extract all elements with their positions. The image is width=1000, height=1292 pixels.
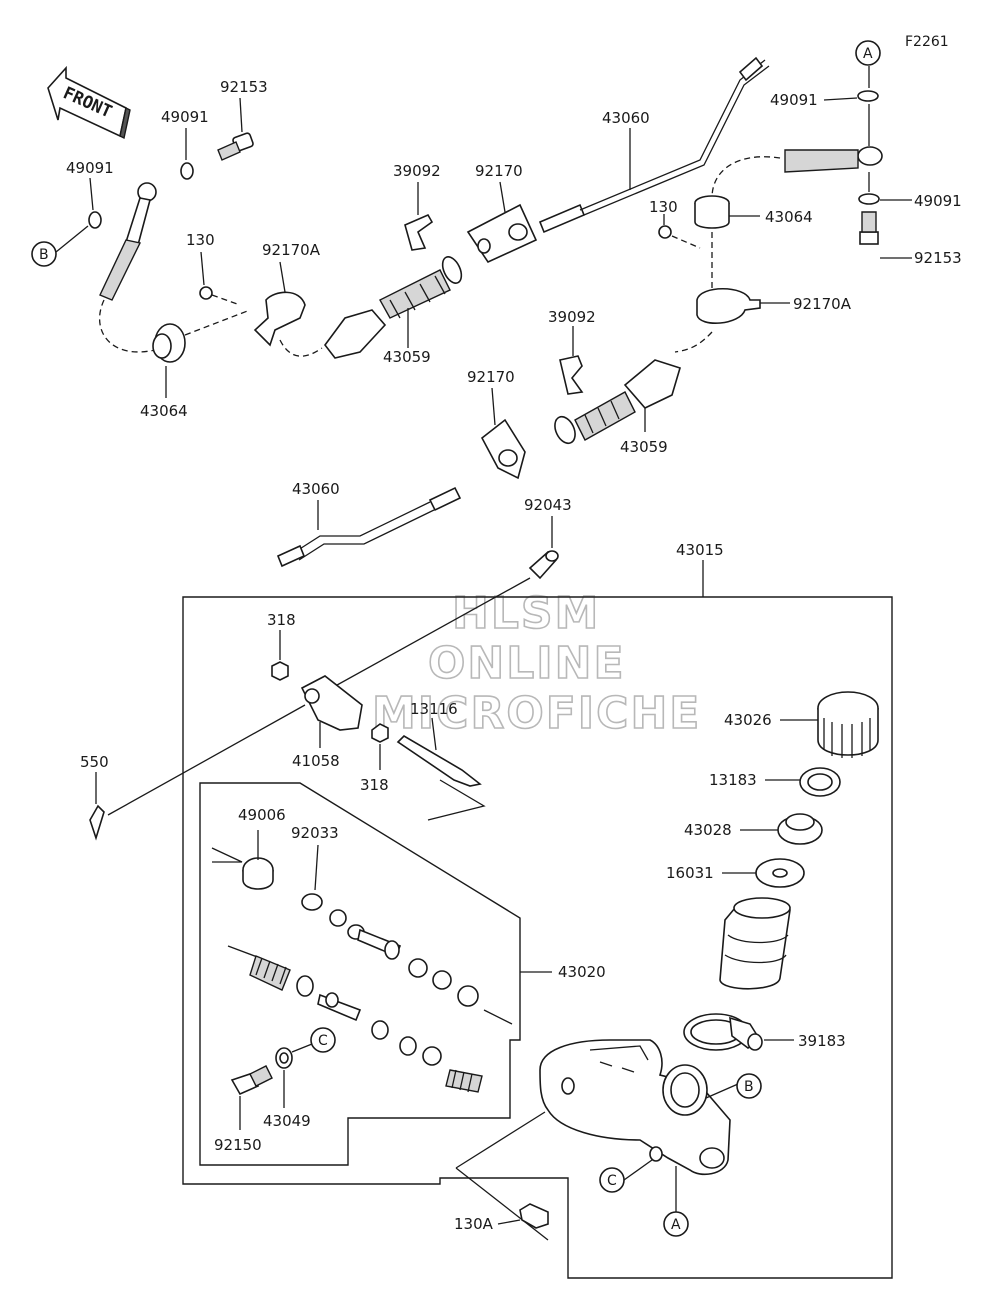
upper-left-hose-assembly	[55, 97, 323, 398]
front-direction-arrow: FRONT	[47, 65, 131, 140]
middle-cable-assembly	[276, 326, 681, 568]
label-43020: 43020	[558, 963, 606, 981]
label-43028: 43028	[684, 821, 732, 839]
kit-frame-43020	[199, 782, 521, 1166]
figure-code: F2261	[905, 34, 949, 50]
cable-43060-mid	[294, 501, 431, 553]
washer-49091-left-top	[180, 162, 194, 180]
callout-b-body	[736, 1073, 762, 1099]
label-92153-right: 92153	[914, 249, 962, 267]
watermark: HLSM ONLINE MICROFICHE	[371, 587, 701, 740]
callout-b-body-label: B	[744, 1079, 754, 1095]
bracket-92170-mid	[480, 418, 526, 480]
clevis-41058	[300, 675, 363, 731]
label-92170A-right: 92170A	[793, 295, 852, 313]
bolt-130-right	[658, 225, 672, 239]
clamp-92170A-left	[253, 291, 306, 347]
label-43060-mid: 43060	[292, 480, 340, 498]
watermark-line-2: ONLINE	[428, 638, 626, 689]
master-cylinder-body	[539, 1039, 731, 1176]
label-39183: 39183	[798, 1032, 846, 1050]
label-92170-mid: 92170	[467, 368, 515, 386]
upper-cable-assembly	[323, 56, 770, 359]
bolt-130A	[519, 1203, 549, 1229]
label-130-right: 130	[649, 198, 678, 216]
label-43059-mid: 43059	[620, 438, 668, 456]
label-39092-mid: 39092	[548, 308, 596, 326]
label-92043: 92043	[524, 496, 572, 514]
label-550: 550	[80, 753, 109, 771]
nut-318-top	[271, 661, 289, 681]
watermark-line-1: HLSM	[452, 588, 600, 639]
hose-fitting-left	[99, 239, 142, 301]
assembly-frame-43015	[182, 596, 893, 1279]
label-49006: 49006	[238, 806, 286, 824]
bolt-92153-right	[859, 231, 879, 245]
label-16031: 16031	[666, 864, 714, 882]
label-41058: 41058	[292, 752, 340, 770]
label-39092-top: 39092	[393, 162, 441, 180]
callout-a-body-label: A	[671, 1217, 681, 1233]
cotter-pin-550	[89, 804, 105, 841]
callout-c-kit-label: C	[318, 1033, 328, 1049]
label-43026: 43026	[724, 711, 772, 729]
part-number-labels: 92153 49091 49091 130 92170A 43064 39092…	[66, 78, 962, 1233]
master-cylinder-assembly	[89, 516, 893, 1279]
callout-a-top	[855, 40, 881, 66]
label-318-top: 318	[267, 611, 296, 629]
bolt-130-left	[199, 286, 213, 300]
label-92170-top: 92170	[475, 162, 523, 180]
push-rod-13116	[396, 734, 482, 787]
callout-c-body	[599, 1167, 625, 1193]
grommet-43064-right	[694, 203, 730, 229]
seal-49006	[242, 870, 274, 890]
label-43059-top: 43059	[383, 348, 431, 366]
callout-a-top-label: A	[863, 46, 873, 62]
label-92153-left: 92153	[220, 78, 268, 96]
cable-end-43059-top	[323, 309, 387, 359]
bolt-92150	[249, 1065, 273, 1087]
label-49091-right-top: 49091	[770, 91, 818, 109]
clip-39092-mid	[559, 355, 584, 395]
nut-318-bottom	[371, 723, 389, 743]
grommet-43064-left	[152, 333, 172, 359]
label-43064-right: 43064	[765, 208, 813, 226]
callout-c-kit	[310, 1027, 336, 1053]
clip-39092-top	[404, 213, 434, 251]
upper-right-hose-assembly	[658, 66, 912, 353]
label-92150: 92150	[214, 1136, 262, 1154]
watermark-line-3: MICROFICHE	[372, 688, 701, 739]
label-318-bottom: 318	[360, 776, 389, 794]
label-92033: 92033	[291, 824, 339, 842]
label-49091-left: 49091	[66, 159, 114, 177]
label-13183: 13183	[709, 771, 757, 789]
callout-markers: A B C B C A	[31, 40, 881, 1237]
snap-ring-92033	[301, 893, 323, 911]
label-43060-top: 43060	[602, 109, 650, 127]
label-49091-left-top: 49091	[161, 108, 209, 126]
callout-b-left-label: B	[39, 247, 49, 263]
cable-43060-top	[579, 59, 766, 211]
label-43049: 43049	[263, 1112, 311, 1130]
callout-a-body	[663, 1211, 689, 1237]
callout-b-left	[31, 241, 57, 267]
label-130A: 130A	[454, 1215, 494, 1233]
cap-43026	[817, 708, 879, 756]
washer-49091-right	[858, 193, 880, 205]
label-92170A-left: 92170A	[262, 241, 321, 259]
washer-49091-left	[88, 211, 102, 229]
label-43015: 43015	[676, 541, 724, 559]
callout-c-body-label: C	[607, 1173, 617, 1189]
washer-49091-right-top	[857, 90, 879, 102]
clamp-92170A-right	[696, 288, 761, 325]
label-130-left: 130	[186, 231, 215, 249]
label-43064-left: 43064	[140, 402, 188, 420]
label-49091-right: 49091	[914, 192, 962, 210]
label-13116: 13116	[410, 700, 458, 718]
cable-end-43059-mid	[623, 359, 681, 409]
hose-fitting-right	[784, 149, 859, 173]
